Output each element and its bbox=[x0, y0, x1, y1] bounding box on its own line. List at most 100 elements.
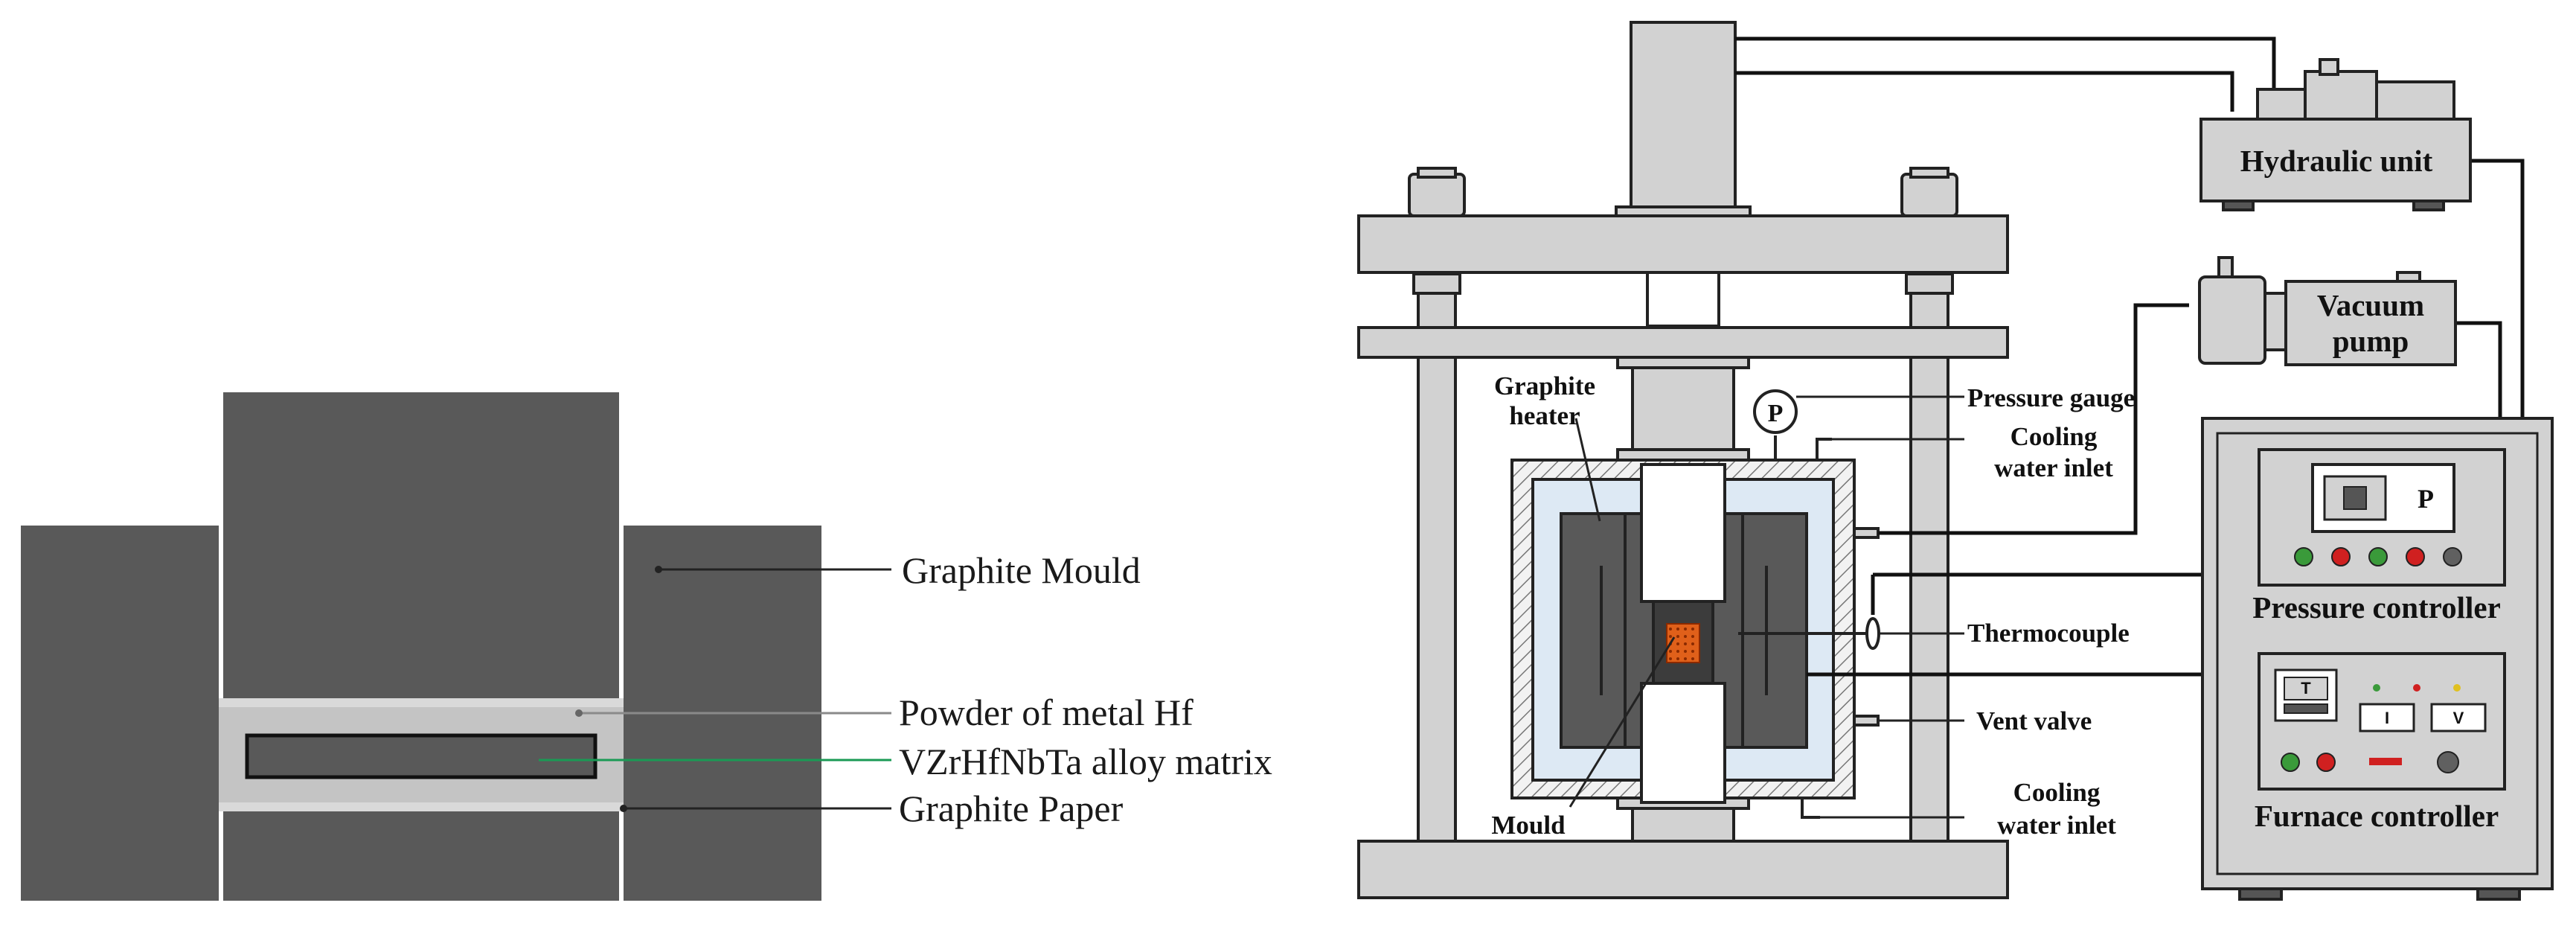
right-labels: Graphite heater Pressure gauge Cooling w… bbox=[1491, 371, 2135, 840]
ram-lower bbox=[1631, 366, 1735, 456]
label-mould: Mould bbox=[1491, 811, 1566, 840]
label-cooling-bottom-1: Cooling bbox=[2013, 778, 2101, 807]
vacuum-pump-cap bbox=[2396, 271, 2421, 283]
label-cooling-top-1: Cooling bbox=[2011, 422, 2098, 451]
leader-dot-powder bbox=[575, 709, 583, 717]
column-right bbox=[1909, 271, 1949, 843]
label-graphite-mould: Graphite Mould bbox=[902, 549, 1141, 591]
hydraulic-to-panel bbox=[2470, 159, 2525, 418]
ram-flange bbox=[1616, 356, 1750, 369]
left-labels: Graphite Mould Powder of metal Hf VZrHfN… bbox=[899, 549, 1272, 829]
column-left-nut bbox=[1412, 272, 1461, 295]
gauge-dial bbox=[1753, 389, 1798, 434]
pressure-led-4 bbox=[2406, 547, 2425, 566]
gauge-symbol: P bbox=[1768, 400, 1784, 427]
furnace-led-2 bbox=[2316, 753, 2336, 772]
furnace-temp-symbol: T bbox=[2301, 679, 2311, 697]
label-pressure-gauge: Pressure gauge bbox=[1967, 383, 2135, 412]
graphite-mould-left bbox=[21, 526, 219, 901]
ram-upper bbox=[1646, 271, 1720, 328]
vacuum-pump-label-2: pump bbox=[2333, 324, 2409, 358]
pressure-controller-label: Pressure controller bbox=[2252, 590, 2501, 625]
vacuum-pump-coupler bbox=[2263, 292, 2287, 351]
cabinet-foot-left bbox=[2238, 887, 2283, 901]
top-plate bbox=[1357, 214, 2009, 274]
bottom-inlet-pipe bbox=[1801, 798, 1820, 819]
thermocouple-head bbox=[1865, 617, 1880, 650]
upper-punch bbox=[1640, 463, 1726, 603]
furnace-controller-label: Furnace controller bbox=[2255, 799, 2499, 833]
furnace-knob bbox=[2437, 751, 2459, 773]
label-cooling-bottom-2: water inlet bbox=[1997, 811, 2116, 840]
pressure-led-5 bbox=[2443, 547, 2462, 566]
furnace-voltage-symbol: V bbox=[2453, 709, 2464, 727]
vacuum-chamber bbox=[1510, 459, 1856, 804]
label-graphite-heater-1: Graphite bbox=[1494, 371, 1595, 400]
right-leaders bbox=[1569, 395, 1964, 819]
press-frame bbox=[1357, 21, 2009, 899]
side-inlet-fitting bbox=[1853, 527, 1880, 539]
base-plate bbox=[1357, 840, 2009, 899]
alloy-matrix bbox=[245, 733, 597, 779]
furnace-temp-buttons bbox=[2284, 703, 2328, 714]
bolt-left-top bbox=[1417, 167, 1457, 179]
pressure-led-3 bbox=[2368, 547, 2388, 566]
furnace-indicator-2 bbox=[2413, 684, 2420, 692]
label-thermocouple: Thermocouple bbox=[1967, 619, 2130, 648]
vacuum-to-panel bbox=[2455, 321, 2502, 418]
graphite-punch-top bbox=[223, 392, 619, 698]
vacuum-pump-port bbox=[2217, 256, 2234, 278]
sample bbox=[1666, 623, 1700, 663]
pressure-led-1 bbox=[2294, 547, 2313, 566]
heater-left bbox=[1560, 512, 1627, 749]
top-inlet-pipe bbox=[1816, 438, 1832, 460]
heater-right bbox=[1741, 512, 1808, 749]
furnace-switch bbox=[2369, 758, 2402, 765]
hydraulic-line-1 bbox=[1735, 36, 2276, 112]
vacuum-pump-label-1: Vacuum bbox=[2317, 288, 2424, 322]
ram-flange-bottom bbox=[1616, 448, 1750, 462]
vacuum-line bbox=[1878, 303, 2189, 535]
leader-dot-mould bbox=[655, 566, 662, 573]
lower-punch bbox=[1640, 682, 1726, 804]
hydraulic-cylinder bbox=[1630, 21, 1737, 210]
vacuum-pump: Vacuum pump bbox=[2198, 256, 2457, 366]
furnace-indicator-3 bbox=[2453, 684, 2461, 692]
hydraulic-motor bbox=[2304, 70, 2378, 121]
hydraulic-valve bbox=[2256, 88, 2307, 121]
furnace-indicator-1 bbox=[2373, 684, 2380, 692]
cabinet-foot-right bbox=[2476, 887, 2521, 901]
bolt-right-top bbox=[1909, 167, 1949, 179]
hydraulic-line-2 bbox=[1735, 71, 2234, 112]
furnace-voltage-display bbox=[2430, 703, 2487, 732]
label-powder: Powder of metal Hf bbox=[899, 692, 1194, 733]
middle-plate bbox=[1357, 326, 2009, 359]
column-right-nut bbox=[1905, 272, 1954, 295]
vacuum-pump-motor bbox=[2198, 275, 2266, 365]
label-graphite-heater-2: heater bbox=[1509, 401, 1580, 430]
vent-valve-fitting bbox=[1853, 715, 1880, 727]
pressure-display-symbol: P bbox=[2418, 484, 2434, 514]
furnace-current-symbol: I bbox=[2385, 709, 2389, 727]
hydraulic-reservoir bbox=[2375, 80, 2455, 121]
label-alloy-matrix: VZrHfNbTa alloy matrix bbox=[899, 741, 1272, 782]
label-vent-valve: Vent valve bbox=[1976, 706, 2092, 735]
leader-graphite-heater bbox=[1574, 418, 1601, 522]
mould-assembly bbox=[21, 392, 821, 901]
bolt-left bbox=[1408, 173, 1466, 217]
leader-dot-paper bbox=[620, 805, 627, 812]
hydraulic-unit-label: Hydraulic unit bbox=[2240, 144, 2433, 178]
connections bbox=[1735, 36, 2525, 677]
leader-mould bbox=[1569, 636, 1676, 808]
thermocouple-probe bbox=[1738, 617, 1880, 650]
furnace-led-1 bbox=[2281, 753, 2300, 772]
graphite-punch-bottom bbox=[223, 811, 619, 901]
hydraulic-unit: Hydraulic unit bbox=[2199, 58, 2472, 211]
furnace-temp-screen bbox=[2284, 677, 2328, 700]
label-cooling-top-2: water inlet bbox=[1994, 453, 2113, 482]
control-cabinet: P Pressure controller T I V Furnace cont… bbox=[2201, 417, 2554, 901]
pressure-display-gauge-core bbox=[2343, 486, 2367, 510]
hydraulic-motor-cap bbox=[2319, 58, 2339, 76]
vacuum-pump-body bbox=[2284, 280, 2457, 366]
